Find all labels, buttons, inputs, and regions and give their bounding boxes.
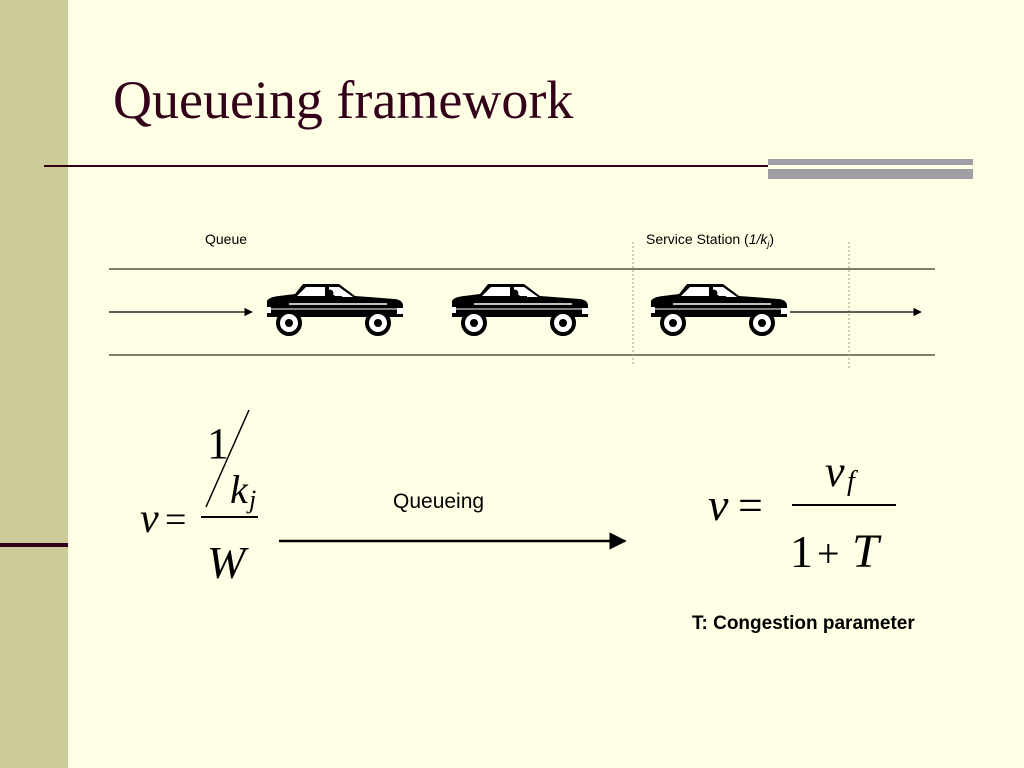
eq-right-den-one: 1 [790, 526, 813, 577]
eq-left-k: k [230, 467, 249, 512]
eq-left-den: W [207, 537, 249, 588]
car-icon [451, 284, 589, 334]
eq-right-num-v: v [825, 447, 845, 496]
car-icon [650, 284, 788, 334]
caption: T: Congestion parameter [692, 613, 915, 635]
eq-right-num-f: f [847, 466, 858, 497]
equation-left: v = 1 k j W [140, 410, 258, 588]
eq-left-equals: = [165, 499, 186, 541]
eq-right-lhs: v [708, 479, 729, 530]
car-icon [266, 284, 404, 334]
eq-left-lhs: v [140, 496, 159, 542]
equation-right: v = v f 1 + T [708, 447, 896, 578]
eq-left-num: 1 [207, 419, 229, 468]
eq-right-den-T: T [852, 525, 882, 578]
eq-right-den-plus: + [817, 531, 840, 576]
transition-label: Queueing [393, 490, 484, 514]
eq-right-equals: = [738, 481, 763, 530]
